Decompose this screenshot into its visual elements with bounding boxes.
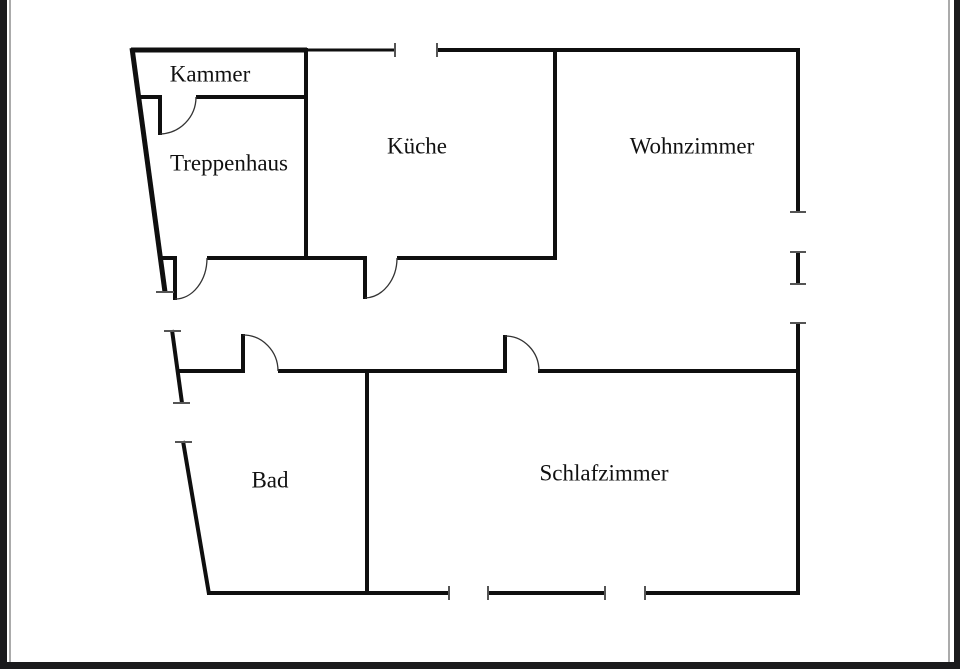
door-arc	[364, 257, 398, 299]
room-label-treppenhaus: Treppenhaus	[170, 150, 288, 175]
door-arc	[242, 334, 279, 372]
left-border-line	[9, 0, 11, 663]
bottom-border-bar	[0, 662, 960, 669]
room-label-bad: Bad	[251, 467, 289, 492]
wall	[181, 440, 211, 595]
door-arc	[504, 335, 540, 372]
room-label-wohnzimmer: Wohnzimmer	[630, 133, 755, 158]
left-border-bar	[0, 0, 7, 669]
room-label-kammer: Kammer	[170, 61, 251, 86]
right-border-line	[948, 0, 950, 663]
door-arc	[159, 96, 197, 135]
right-border-bar	[954, 0, 960, 669]
room-label-schlafzimmer: Schlafzimmer	[539, 460, 668, 485]
wall	[129, 47, 168, 293]
room-label-kueche: Küche	[387, 133, 447, 158]
door-arc	[174, 257, 208, 300]
wall	[170, 329, 184, 404]
